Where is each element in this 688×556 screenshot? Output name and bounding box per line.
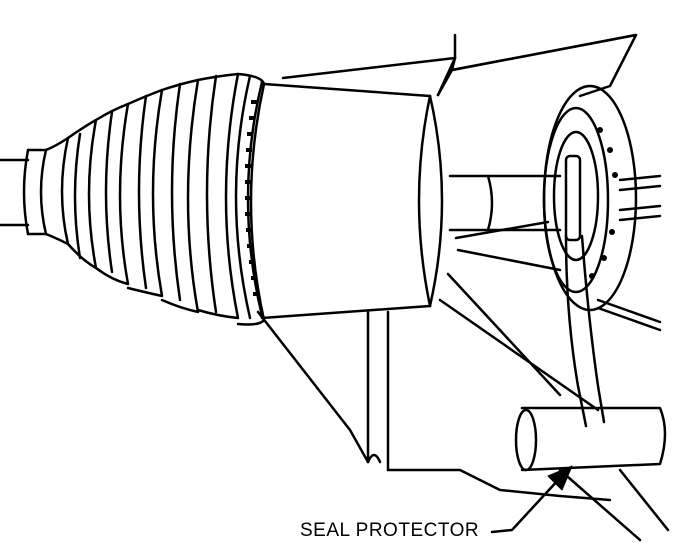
seal-protector-tool	[514, 234, 667, 472]
mounting-bracket	[281, 33, 638, 98]
seal-protector-label: SEAL PROTECTOR	[300, 520, 480, 541]
callout-arrow	[490, 465, 573, 534]
hub-flange	[542, 84, 662, 312]
support-stand	[256, 220, 670, 542]
stub-shaft	[448, 174, 562, 232]
cv-joint-housing	[260, 82, 444, 320]
axle-shaft	[0, 148, 48, 236]
boot-clamp-band	[234, 72, 266, 326]
cv-boot	[44, 72, 240, 320]
